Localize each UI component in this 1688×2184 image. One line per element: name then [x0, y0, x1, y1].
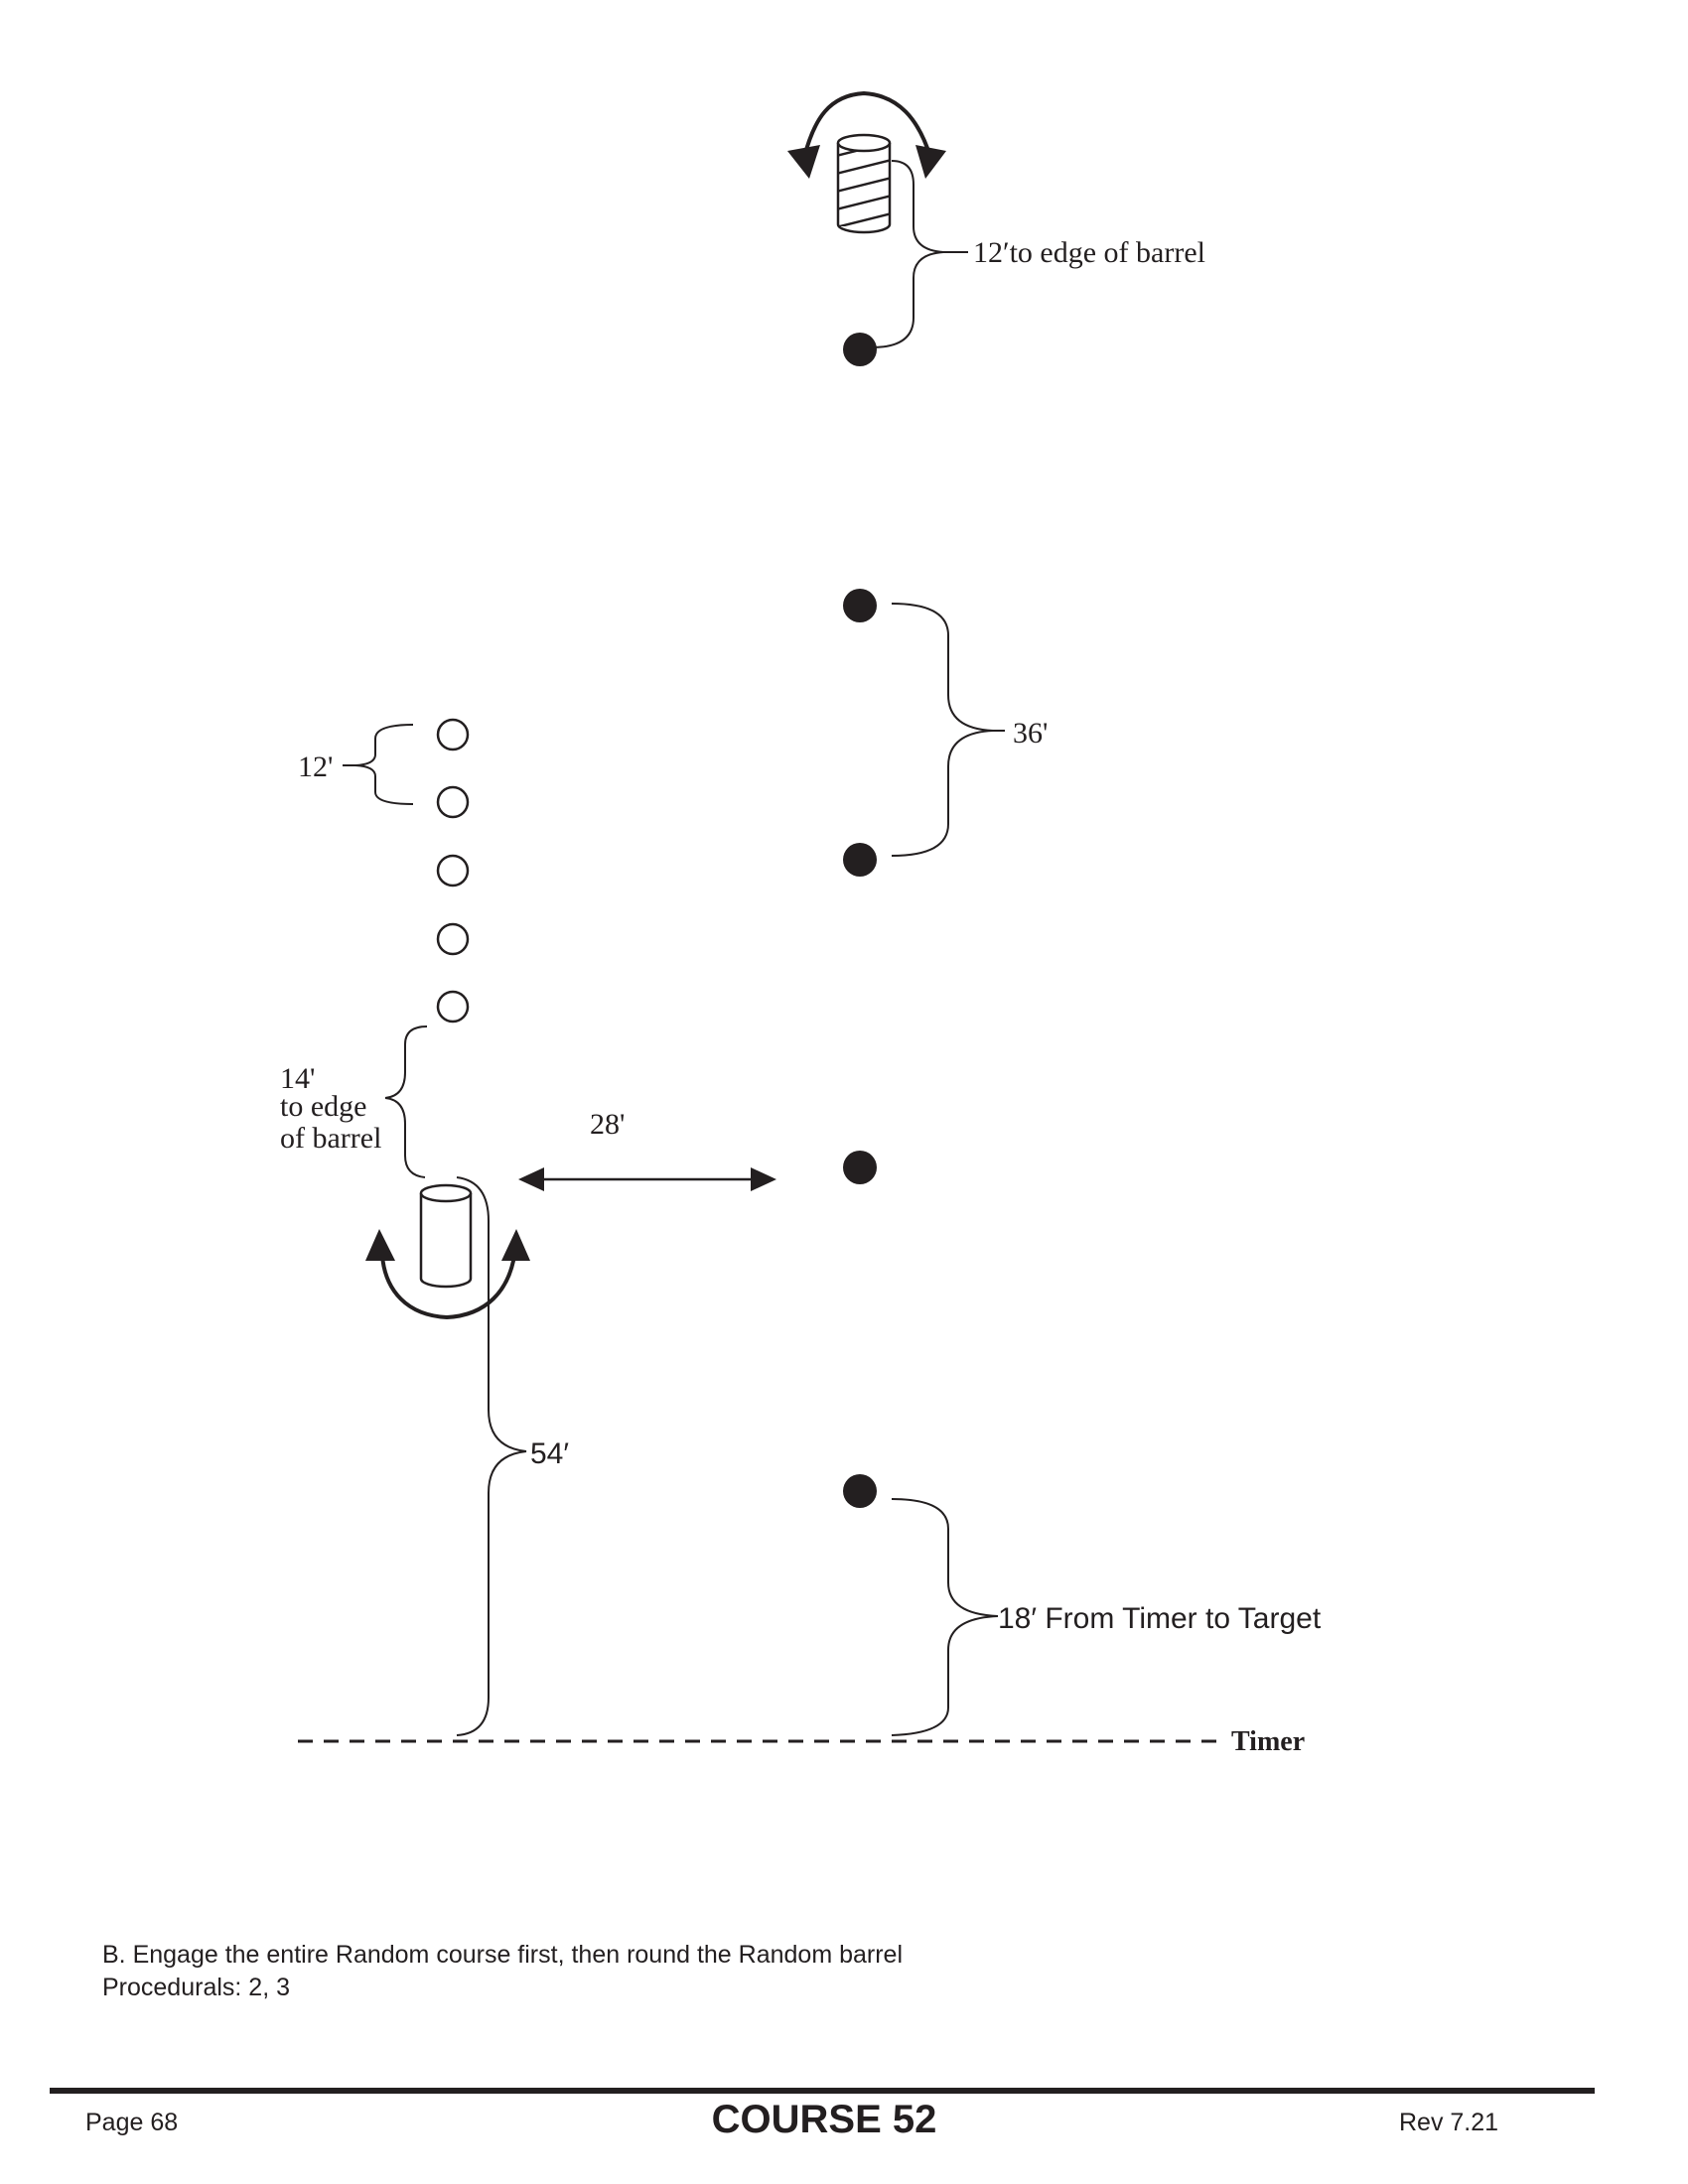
footer-course-title: COURSE 52: [711, 2098, 937, 2141]
label-12: 12': [298, 751, 333, 783]
notes-line-2: Procedurals: 2, 3: [102, 1974, 290, 2001]
top-barrel-turn-arrow: [787, 90, 946, 179]
brace-54: [456, 1176, 527, 1736]
random-target-4: [436, 922, 470, 956]
label-18: 18′ From Timer to Target: [998, 1602, 1322, 1635]
label-14-line3: of barrel: [280, 1122, 381, 1155]
target-top: [843, 333, 877, 366]
target-28: [843, 1151, 877, 1184]
footer-rule: [50, 2088, 1595, 2094]
label-14-line1: 14': [280, 1062, 315, 1095]
footer-revision: Rev 7.21: [1399, 2109, 1499, 2136]
arrow-28-left-head: [518, 1167, 544, 1191]
random-barrel: [419, 1183, 473, 1289]
random-target-5: [436, 990, 470, 1024]
label-top-barrel-distance: 12′to edge of barrel: [973, 236, 1205, 269]
random-target-2: [436, 785, 470, 819]
random-target-3: [436, 854, 470, 887]
label-28: 28': [590, 1108, 625, 1141]
random-target-1: [436, 718, 470, 751]
target-36-upper: [843, 589, 877, 622]
random-barrel-turn-arrow: [365, 1229, 530, 1320]
course-notes: B. Engage the entire Random course first…: [102, 1939, 903, 2004]
label-54: 54′: [530, 1437, 569, 1470]
top-barrel: [836, 133, 892, 234]
target-18: [843, 1474, 877, 1508]
brace-18: [891, 1498, 999, 1736]
brace-top-barrel: [871, 160, 944, 348]
brace-14: [384, 1025, 428, 1178]
label-36: 36': [1013, 717, 1048, 750]
arrow-28-right-head: [751, 1167, 776, 1191]
label-timer: Timer: [1231, 1726, 1305, 1757]
label-14-line2: to edge: [280, 1090, 366, 1123]
target-36-lower: [843, 843, 877, 877]
notes-line-1: B. Engage the entire Random course first…: [102, 1941, 904, 1969]
footer-page-number: Page 68: [85, 2109, 179, 2136]
brace-12: [354, 724, 414, 805]
brace-36: [891, 603, 994, 857]
